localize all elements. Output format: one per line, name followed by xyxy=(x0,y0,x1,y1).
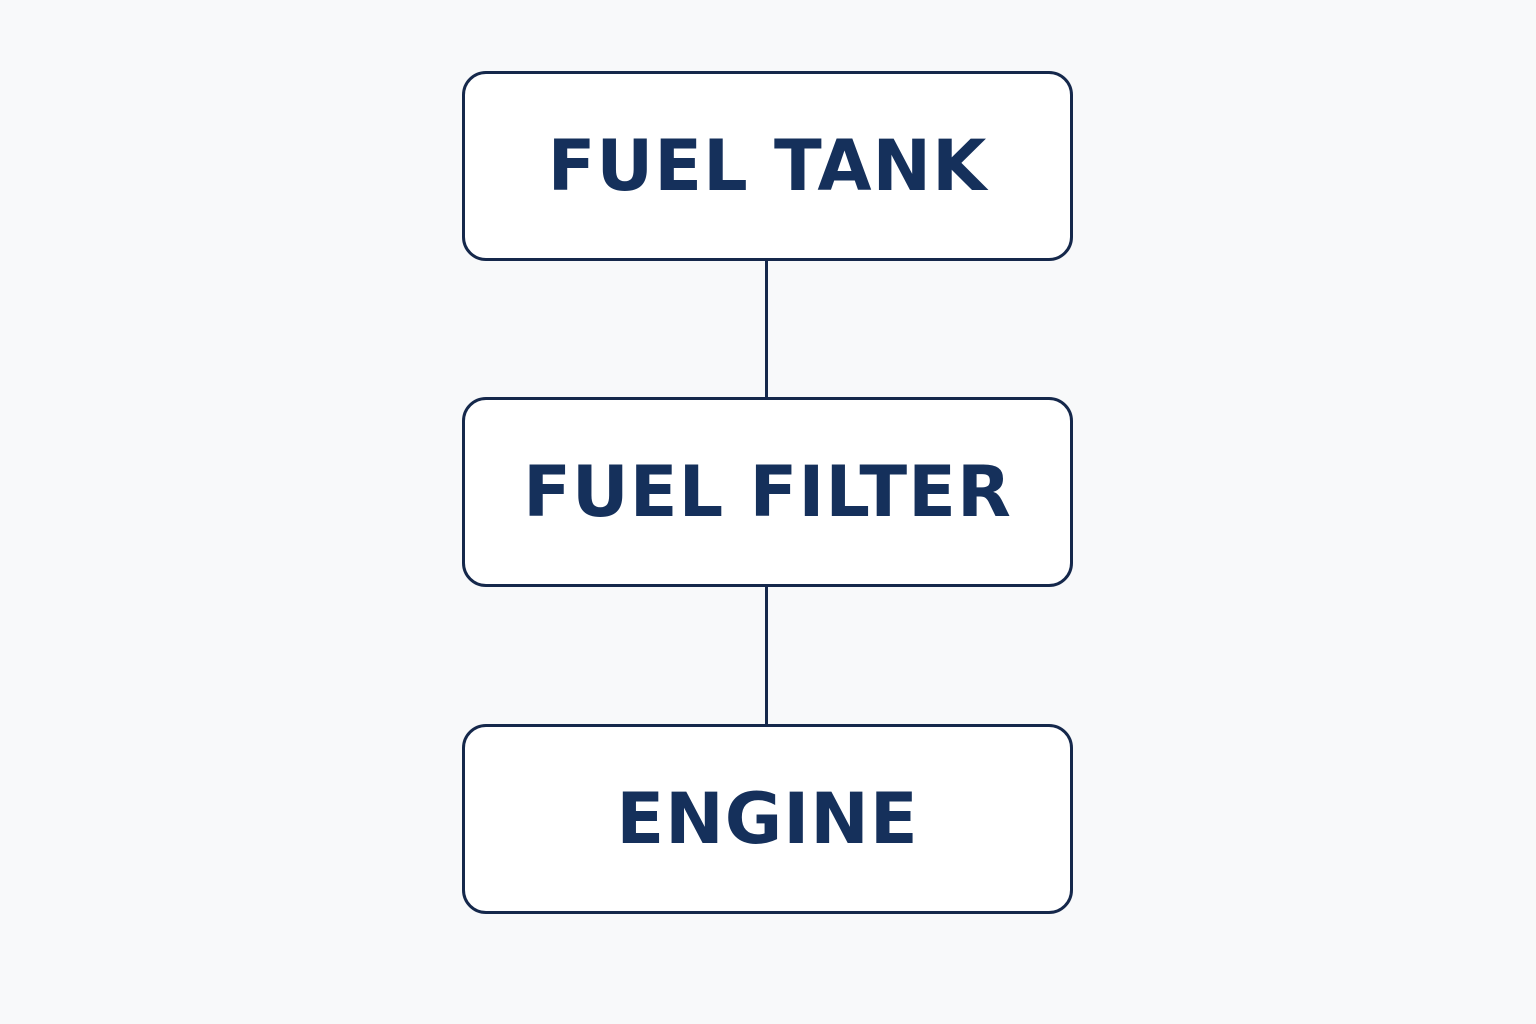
fuel-tank-label: FUEL TANK xyxy=(547,125,988,207)
tank-to-filter-connector xyxy=(765,261,768,397)
engine-label: ENGINE xyxy=(616,778,919,860)
engine-box: ENGINE xyxy=(462,724,1073,914)
fuel-tank-box: FUEL TANK xyxy=(462,71,1073,261)
fuel-filter-box: FUEL FILTER xyxy=(462,397,1073,587)
filter-to-engine-connector xyxy=(765,587,768,724)
fuel-filter-label: FUEL FILTER xyxy=(523,451,1012,533)
